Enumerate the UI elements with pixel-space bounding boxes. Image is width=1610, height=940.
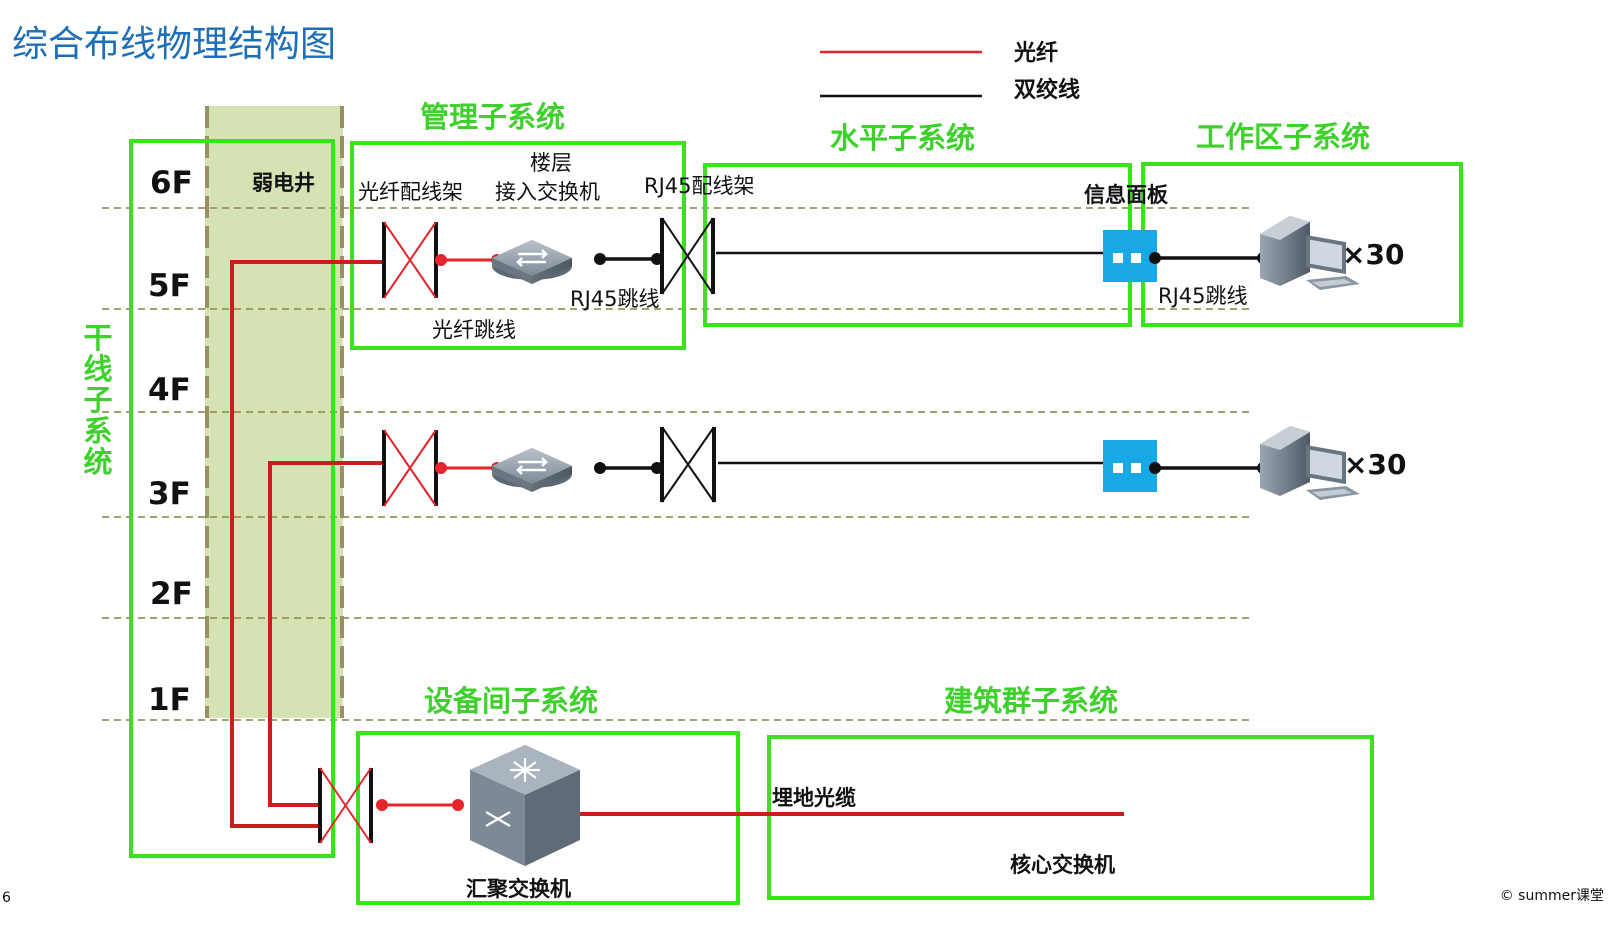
box-campus: [767, 735, 1374, 900]
fiber-jumper-end: [435, 254, 447, 266]
label-info-panel: 信息面板: [1084, 183, 1169, 207]
label-fiber-panel: 光纤配线架: [358, 180, 463, 204]
rj45-jumper-end: [1149, 252, 1161, 264]
box-management: [350, 141, 686, 350]
label-floor-switch-1: 楼层: [530, 151, 572, 175]
box-equipment-room: [356, 731, 740, 905]
fiber-patch-panel-5f: [382, 221, 438, 299]
page-title: 综合布线物理结构图: [12, 24, 336, 65]
legend: 光纤 双绞线: [820, 40, 1080, 103]
info-panel-icon: [1103, 230, 1157, 282]
fiber-patch-panel-3f: [382, 429, 438, 507]
shaft-label: 弱电井: [252, 171, 315, 195]
backbone-fiber: [230, 260, 384, 828]
label-agg-switch: 汇聚交换机: [466, 877, 571, 901]
switch-icon: [490, 446, 574, 494]
box-backbone: [129, 139, 335, 858]
floor-label-6f: 6F: [150, 165, 193, 201]
subsystem-work-area: 工作区子系统: [1196, 120, 1370, 154]
info-panel-icon: [1103, 440, 1157, 492]
label-floor-switch-2: 接入交换机: [495, 180, 600, 204]
floor-label-3f: 3F: [148, 476, 191, 512]
floor-label-4f: 4F: [148, 372, 191, 408]
subsystem-horizontal: 水平子系统: [830, 121, 975, 155]
label-buried-fiber: 埋地光缆: [772, 786, 856, 810]
label-rj45-jumper-2: RJ45跳线: [1158, 284, 1248, 308]
box-horizontal: [703, 163, 1132, 327]
core-switch-icon: [470, 745, 580, 866]
fiber-jumper-end: [376, 799, 388, 811]
label-rj45-panel: RJ45配线架: [644, 174, 755, 198]
pc-count-3f: ×30: [1344, 448, 1406, 481]
label-fiber-jumper: 光纤跳线: [432, 318, 516, 342]
fiber-patch-panel-1f: [318, 767, 373, 844]
label-core-switch: 核心交换机: [1010, 853, 1115, 877]
switch-icon: [490, 238, 574, 286]
pc-count-5f: ×30: [1342, 238, 1404, 271]
floor-label-5f: 5F: [148, 268, 191, 304]
rj45-patch-panel-3f: [660, 426, 716, 503]
rj45-jumper-end: [594, 253, 606, 265]
subsystem-campus: 建筑群子系统: [944, 684, 1118, 718]
fiber-jumper-end: [452, 799, 464, 811]
legend-twisted-label: 双绞线: [1014, 77, 1080, 103]
floor-label-2f: 2F: [150, 576, 193, 612]
copyright: © summer课堂: [1500, 888, 1604, 904]
rj45-patch-panel-5f: [660, 217, 715, 295]
subsystem-equipment-room: 设备间子系统: [424, 684, 598, 718]
legend-fiber-label: 光纤: [1013, 40, 1058, 66]
subsystem-management: 管理子系统: [420, 100, 565, 134]
floor-label-1f: 1F: [148, 682, 191, 718]
rj45-jumper-end: [1149, 462, 1161, 474]
page-number: 6: [2, 890, 11, 906]
rj45-jumper-end: [594, 462, 606, 474]
label-rj45-jumper: RJ45跳线: [570, 287, 660, 311]
subsystem-backbone: 干线子系统: [79, 323, 113, 478]
fiber-jumper-end: [435, 462, 447, 474]
